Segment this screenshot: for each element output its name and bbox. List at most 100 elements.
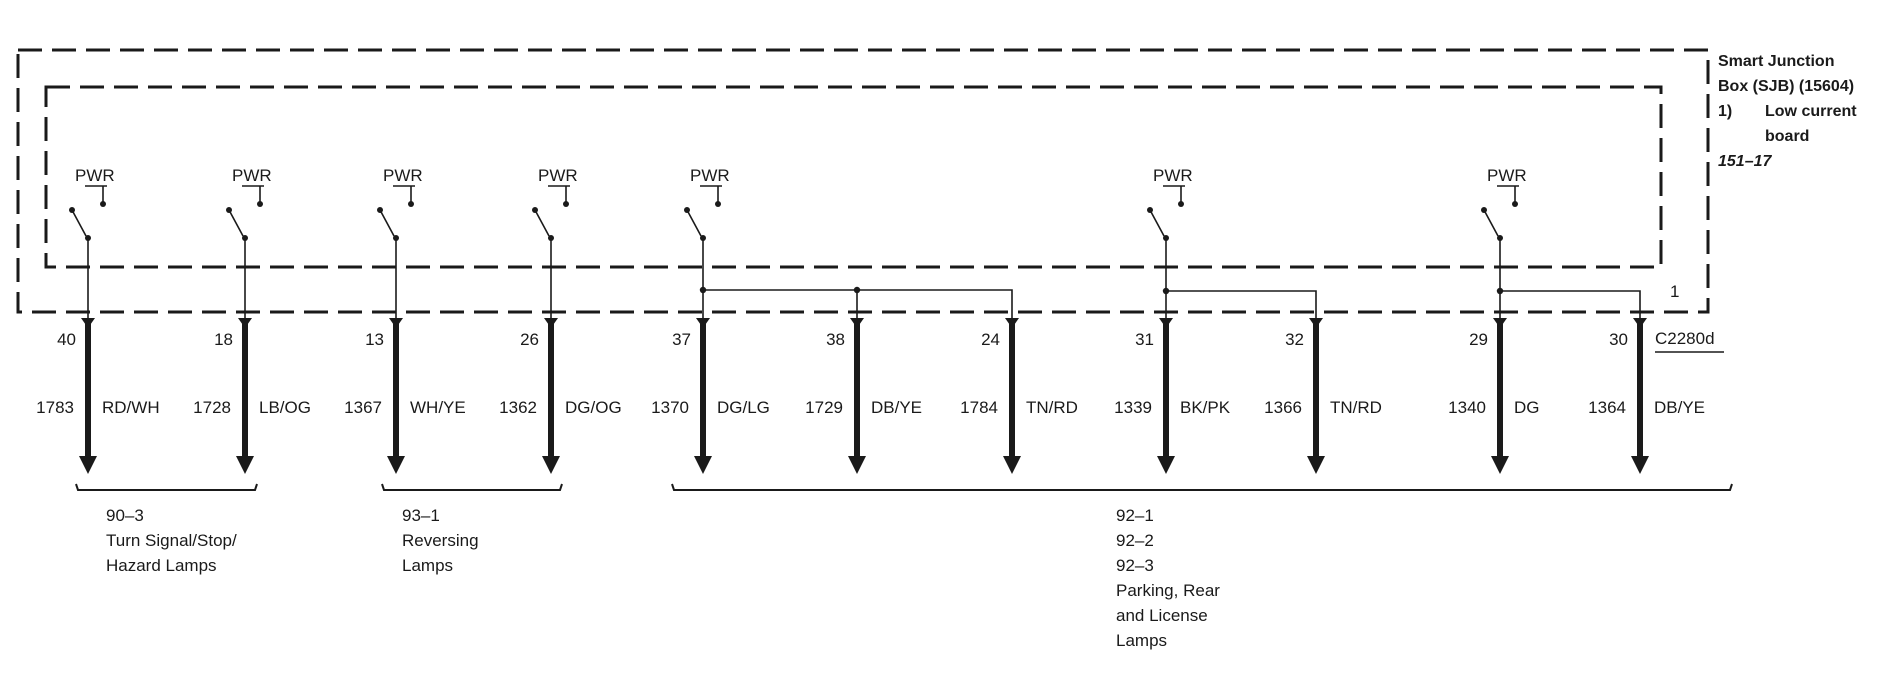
group-brace-reversing <box>381 483 563 491</box>
wire-color: DG <box>1514 398 1540 417</box>
connector-pin-mark <box>238 318 252 328</box>
module-note-text-line1: Low current <box>1765 103 1857 120</box>
circuit-number: 1362 <box>499 398 537 417</box>
splice-dot <box>699 286 707 294</box>
pin-number: 37 <box>672 330 691 349</box>
switch-blade <box>71 209 87 237</box>
pwr-label: PWR <box>383 166 423 185</box>
switch-blade <box>686 209 702 237</box>
circuit-number: 1366 <box>1264 398 1302 417</box>
power-switch: PWR <box>1147 166 1193 320</box>
circuit-number: 1367 <box>344 398 382 417</box>
wire-color: WH/YE <box>410 398 466 417</box>
pin-number: 29 <box>1469 330 1488 349</box>
connector-pin-mark <box>1005 318 1019 328</box>
pwr-label: PWR <box>75 166 115 185</box>
connector-pin-mark <box>850 318 864 328</box>
pin-number: 40 <box>57 330 76 349</box>
circuit-number: 1364 <box>1588 398 1626 417</box>
circuit-wires <box>79 286 1649 474</box>
pwr-label: PWR <box>538 166 578 185</box>
wire-arrow-head <box>236 456 254 474</box>
wire-arrow-head <box>1307 456 1325 474</box>
wire-arrow-head <box>1631 456 1649 474</box>
pin-number: 26 <box>520 330 539 349</box>
group-label-line: Reversing <box>402 531 479 550</box>
splice-dot <box>853 286 861 294</box>
connector-pin-mark <box>696 318 710 328</box>
splice-bus-b <box>1166 290 1317 320</box>
low-current-board-boundary <box>44 85 1663 269</box>
group-label-reversing: 93–1 Reversing Lamps <box>402 506 479 575</box>
wire-color: TN/RD <box>1026 398 1078 417</box>
wire-arrow-head <box>694 456 712 474</box>
group-label-turn-signal: 90–3 Turn Signal/Stop/ Hazard Lamps <box>106 506 237 575</box>
connector-pin-mark <box>1633 318 1647 328</box>
group-label-line: and License <box>1116 606 1208 625</box>
wire-arrow-head <box>542 456 560 474</box>
switch-blade <box>379 209 395 237</box>
power-switch: PWR <box>69 166 115 320</box>
wire-arrow-head <box>848 456 866 474</box>
pwr-terminal-dot <box>100 201 106 207</box>
sjb-outer-boundary <box>16 48 1710 314</box>
wire-arrow-head <box>387 456 405 474</box>
pin-number: 32 <box>1285 330 1304 349</box>
wire-color: LB/OG <box>259 398 311 417</box>
module-note-marker: 1 <box>1670 282 1679 301</box>
pin-number: 38 <box>826 330 845 349</box>
group-label-line: Turn Signal/Stop/ <box>106 531 237 550</box>
pin-number: 30 <box>1609 330 1628 349</box>
pin-number: 18 <box>214 330 233 349</box>
power-switch: PWR <box>377 166 423 320</box>
circuit-number: 1340 <box>1448 398 1486 417</box>
pwr-terminal-dot <box>563 201 569 207</box>
pwr-label: PWR <box>690 166 730 185</box>
wire-color: DB/YE <box>1654 398 1705 417</box>
switch-blade <box>534 209 550 237</box>
power-switch: PWR <box>1481 166 1527 320</box>
wire-color: DG/LG <box>717 398 770 417</box>
pin-number: 31 <box>1135 330 1154 349</box>
wire-arrow-head <box>1491 456 1509 474</box>
circuit-number: 1783 <box>36 398 74 417</box>
circuit-number: 1339 <box>1114 398 1152 417</box>
wire-arrow-head <box>1157 456 1175 474</box>
connector-pin-mark <box>1493 318 1507 328</box>
connector-pin-mark <box>389 318 403 328</box>
group-label-line: 92–1 <box>1116 506 1154 525</box>
group-brace-parking <box>671 483 1733 491</box>
module-note-number: 1) <box>1718 103 1732 120</box>
connector-pin-mark <box>81 318 95 328</box>
switch-blade <box>228 209 244 237</box>
pwr-terminal-dot <box>408 201 414 207</box>
power-switch: PWR <box>226 166 272 320</box>
connector-pin-mark <box>544 318 558 328</box>
pwr-terminal-dot <box>257 201 263 207</box>
module-title-line1: Smart Junction <box>1718 53 1834 70</box>
pwr-label: PWR <box>232 166 272 185</box>
splice-bus-c <box>1500 290 1641 320</box>
pin-number: 24 <box>981 330 1000 349</box>
group-label-line: Lamps <box>402 556 453 575</box>
group-label-parking: 92–1 92–2 92–3 Parking, Rear and License… <box>1116 506 1220 650</box>
group-label-line: Lamps <box>1116 631 1167 650</box>
power-switches: PWR PWR PWR PWR PWR PWR PWR <box>69 166 1527 320</box>
wire-arrow-head <box>79 456 97 474</box>
group-label-line: Parking, Rear <box>1116 581 1220 600</box>
group-brace-turn-signal <box>75 483 258 491</box>
pwr-terminal-dot <box>1178 201 1184 207</box>
power-switch: PWR <box>684 166 730 320</box>
module-note-text-line2: board <box>1765 128 1809 145</box>
circuit-number: 1729 <box>805 398 843 417</box>
group-label-line: 90–3 <box>106 506 144 525</box>
splice-dot <box>1496 287 1504 295</box>
connector-pin-mark <box>1159 318 1173 328</box>
group-label-line: 92–2 <box>1116 531 1154 550</box>
wire-color: TN/RD <box>1330 398 1382 417</box>
pwr-label: PWR <box>1153 166 1193 185</box>
switch-blade <box>1483 209 1499 237</box>
group-label-line: Hazard Lamps <box>106 556 217 575</box>
